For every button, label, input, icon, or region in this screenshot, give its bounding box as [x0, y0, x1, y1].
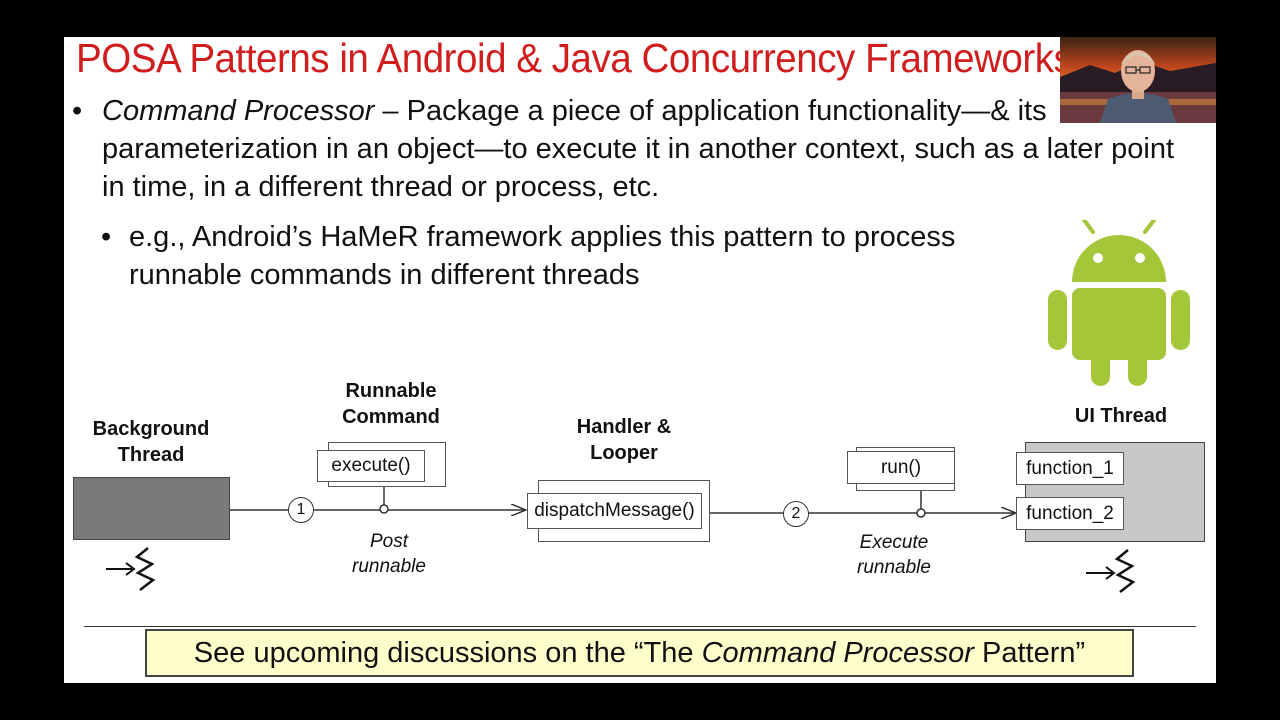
footer-suffix: Pattern” [973, 637, 1086, 669]
background-thread-box [73, 477, 230, 540]
presenter-webcam [1060, 37, 1216, 123]
function-1-box: function_1 [1016, 452, 1124, 485]
footer-callout: See upcoming discussions on the “The Com… [145, 629, 1134, 677]
step-1-marker: 1 [288, 497, 314, 523]
bullet-text: – Package a piece of application functio… [102, 95, 1175, 203]
slide: POSA Patterns in Android & Java Concurre… [64, 37, 1216, 683]
background-thread-label: Background Thread [92, 418, 210, 466]
slide-title: POSA Patterns in Android & Java Concurre… [76, 37, 1073, 81]
bullet-hamer-example: • e.g., Android’s HaMeR framework applie… [101, 218, 979, 294]
step-2-marker: 2 [783, 501, 809, 527]
thread-squiggle-icon [1086, 549, 1136, 593]
android-logo-icon [1048, 220, 1190, 386]
execute-runnable-label: Execute runnable [857, 532, 931, 578]
bullet-command-processor: • Command Processor – Package a piece of… [72, 92, 1202, 206]
footer-rule [84, 626, 1196, 627]
thread-squiggle-icon [106, 547, 156, 591]
execute-method-box: execute() [317, 450, 425, 482]
post-runnable-label: Post runnable [352, 531, 426, 577]
bullet-term: Command Processor [102, 95, 375, 127]
function-2-box: function_2 [1016, 497, 1124, 530]
footer-emphasis: Command Processor [701, 637, 974, 669]
ui-thread-label: UI Thread [1074, 405, 1168, 427]
footer-prefix: See upcoming discussions on the “The [193, 637, 702, 669]
dispatch-message-box: dispatchMessage() [527, 493, 702, 529]
diagram-connectors [230, 483, 1216, 683]
handler-looper-label: Handler & Looper [576, 416, 672, 464]
bullet-text: e.g., Android’s HaMeR framework applies … [129, 221, 956, 291]
run-method-box: run() [847, 451, 955, 484]
bullet-dot: • [72, 95, 83, 127]
runnable-command-label: Runnable Command [342, 380, 440, 428]
bullet-dot: • [101, 221, 112, 253]
